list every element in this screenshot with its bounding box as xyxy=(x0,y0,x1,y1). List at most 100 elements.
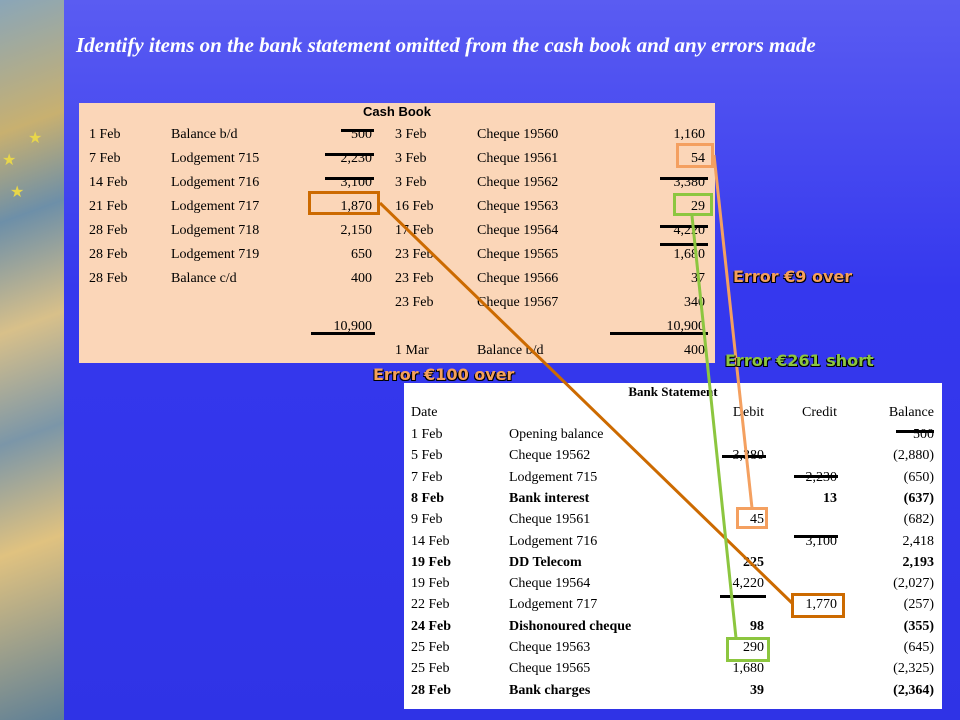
cash-particulars-cr: Cheque 19562 xyxy=(477,175,559,190)
highlight-bank-cheque-19563 xyxy=(726,637,770,662)
cash-particulars-dr: Balance b/d xyxy=(171,127,238,142)
cash-particulars-dr: Balance c/d xyxy=(171,271,237,286)
cash-amount-dr: 400 xyxy=(351,271,372,286)
cash-date-dr: 7 Feb xyxy=(89,151,121,166)
connector-error-100 xyxy=(378,201,794,605)
bank-particulars: Bank interest xyxy=(509,490,590,506)
bank-date: 1 Feb xyxy=(411,427,443,442)
bank-credit: 1,770 xyxy=(805,597,838,613)
highlight-cash-lodgement-717 xyxy=(308,191,380,215)
bank-balance: 2,193 xyxy=(902,554,935,570)
bank-debit: 45 xyxy=(750,512,764,528)
cash-date-dr: 28 Feb xyxy=(89,271,128,286)
bank-debit: 4,220 xyxy=(732,576,765,592)
bank-statement-heading: Bank Statement xyxy=(628,384,718,399)
cash-date-cr: 23 Feb xyxy=(395,247,434,262)
cash-particulars-cr: Cheque 19561 xyxy=(477,151,559,166)
cash-particulars-dr: Lodgement 715 xyxy=(171,151,260,166)
strike-mark xyxy=(794,535,838,538)
bank-balance: (2,027) xyxy=(893,576,934,592)
cash-date-cr: 3 Feb xyxy=(395,175,427,190)
bank-particulars: Cheque 19561 xyxy=(509,512,591,528)
strike-mark xyxy=(311,332,375,335)
bank-statement-row: 28 Feb Bank charges 39 (2,364) xyxy=(404,681,942,701)
bank-balance: (2,364) xyxy=(893,682,934,698)
error-label-9-over: Error €9 over xyxy=(733,267,853,286)
cash-book-heading: Cash Book xyxy=(363,104,431,119)
bank-debit: 1,680 xyxy=(732,661,765,677)
bank-debit: 290 xyxy=(743,640,764,655)
cash-particulars-cr: Cheque 19566 xyxy=(477,271,559,286)
bank-date: 8 Feb xyxy=(411,490,445,506)
bank-particulars: Lodgement 715 xyxy=(509,469,598,485)
bank-balance: (2,880) xyxy=(893,448,934,464)
cash-particulars-cr: Cheque 19565 xyxy=(477,247,559,262)
banknote-decoration-strip: ★ ★ ★ xyxy=(0,0,64,720)
cash-amount-dr: 2,150 xyxy=(340,223,373,238)
bank-date: 7 Feb xyxy=(411,469,443,485)
strike-mark xyxy=(660,225,708,228)
bank-balance: (682) xyxy=(903,512,934,528)
cash-date-dr: 1 Feb xyxy=(89,127,121,142)
highlight-bank-cheque-19561 xyxy=(736,507,768,529)
strike-mark xyxy=(325,177,374,180)
connector-error-9 xyxy=(712,154,754,509)
cash-particulars-cr: Cheque 19564 xyxy=(477,223,559,238)
connector-error-261 xyxy=(690,215,738,639)
bank-date: 5 Feb xyxy=(411,448,443,464)
cash-amount-dr: 1,870 xyxy=(340,199,373,214)
cash-amount-dr: 10,900 xyxy=(333,319,373,334)
strike-mark xyxy=(720,595,766,598)
bank-balance: (650) xyxy=(903,469,934,485)
cash-amount-dr: 650 xyxy=(351,247,372,262)
bank-balance: (355) xyxy=(903,618,934,634)
cash-particulars-dr: Lodgement 718 xyxy=(171,223,260,238)
bank-balance: (2,325) xyxy=(893,661,934,677)
cash-particulars-dr: Lodgement 716 xyxy=(171,175,260,190)
cash-particulars-cr: Cheque 19563 xyxy=(477,199,559,214)
cash-date-cr: 3 Feb xyxy=(395,151,427,166)
bank-balance: (645) xyxy=(903,640,934,655)
bank-particulars: Cheque 19565 xyxy=(509,661,591,677)
bank-date: 19 Feb xyxy=(411,576,450,592)
bank-particulars: Lodgement 717 xyxy=(509,597,598,613)
cash-date-cr: 16 Feb xyxy=(395,199,434,214)
bank-particulars: Cheque 19563 xyxy=(509,640,591,655)
cash-particulars-cr: Cheque 19567 xyxy=(477,295,559,310)
bank-statement-table: Bank Statement Date Debit Credit Balance… xyxy=(404,383,942,709)
bank-particulars: Dishonoured cheque xyxy=(509,618,632,634)
star-icon: ★ xyxy=(2,150,17,169)
bank-balance: (637) xyxy=(903,490,934,506)
bank-date: 9 Feb xyxy=(411,512,443,528)
cash-amount-cr: 1,160 xyxy=(673,127,706,142)
bank-particulars: Cheque 19562 xyxy=(509,448,591,464)
bank-particulars: Opening balance xyxy=(509,427,604,442)
star-icon: ★ xyxy=(28,128,43,147)
star-icon: ★ xyxy=(10,182,25,201)
bank-credit: 13 xyxy=(823,490,837,506)
bank-debit: 39 xyxy=(750,682,764,698)
cash-date-dr: 28 Feb xyxy=(89,223,128,238)
highlight-bank-lodgement-717 xyxy=(791,593,845,618)
bank-date: 28 Feb xyxy=(411,682,452,698)
cash-date-cr: 23 Feb xyxy=(395,295,434,310)
strike-mark xyxy=(610,332,708,335)
column-header-credit: Credit xyxy=(802,405,837,420)
strike-mark xyxy=(722,455,766,458)
cash-date-dr: 14 Feb xyxy=(89,175,128,190)
bank-particulars: DD Telecom xyxy=(509,554,582,570)
bank-particulars: Bank charges xyxy=(509,682,591,698)
cash-date-cr: 23 Feb xyxy=(395,271,434,286)
cash-particulars-dr: Lodgement 717 xyxy=(171,199,260,214)
cash-amount-cr: 400 xyxy=(684,343,705,358)
bank-statement-row: 8 Feb Bank interest 13 (637) xyxy=(404,489,942,509)
strike-mark xyxy=(660,243,708,246)
cash-particulars-cr: Cheque 19560 xyxy=(477,127,559,142)
